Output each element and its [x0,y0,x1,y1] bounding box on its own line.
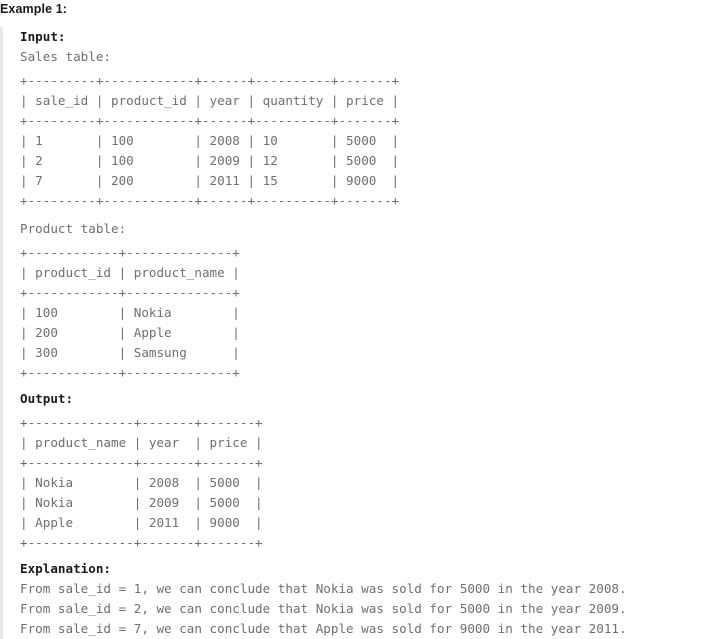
output-table: +--------------+-------+-------+ | produ… [20,415,263,550]
spacer [20,211,728,219]
example-content-block: Input: Sales table: +---------+---------… [0,27,728,639]
page-title: Example 1: [0,2,68,16]
product-table: +------------+--------------+ | product_… [20,245,240,380]
explanation-text: From sale_id = 1, we can conclude that N… [20,581,627,636]
input-label: Input: [20,29,66,44]
explanation-label: Explanation: [20,561,111,576]
sales-table: +---------+------------+------+---------… [20,73,400,208]
product-table-caption: Product table: [20,221,127,236]
sales-table-caption: Sales table: [20,49,111,64]
output-label: Output: [20,391,74,406]
